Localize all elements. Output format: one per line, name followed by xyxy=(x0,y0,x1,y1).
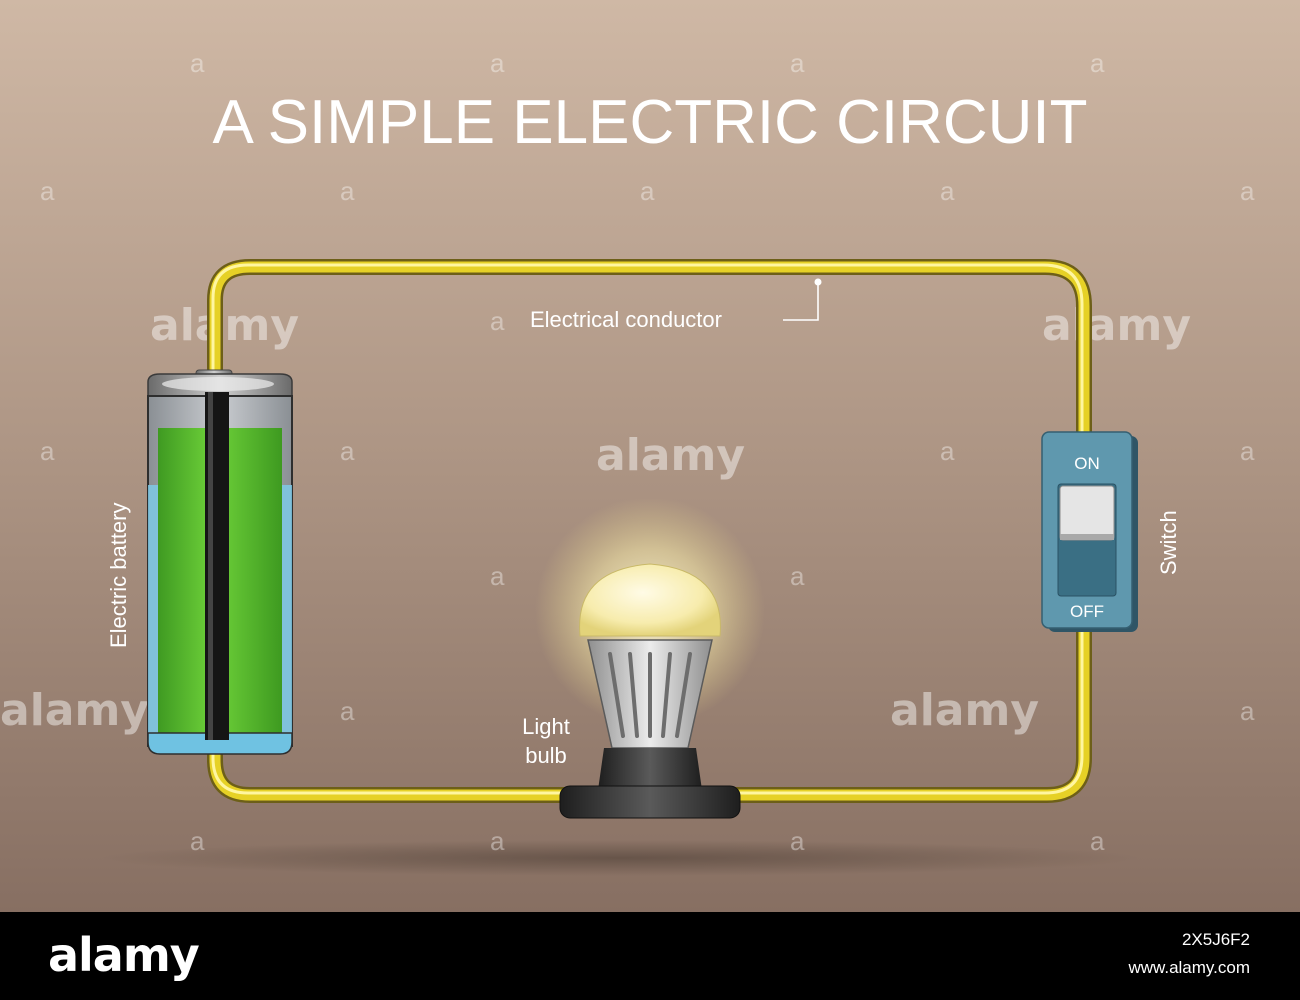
switch-toggle[interactable] xyxy=(1059,485,1115,541)
watermark-glyph: a xyxy=(490,826,505,856)
watermark-word-group: alamy alamy alamy alamy alamy xyxy=(0,300,1191,736)
circuit-diagram: a a a a a a a a a a a a a a a a a a a a … xyxy=(0,0,1300,912)
watermark-glyph: a xyxy=(190,826,205,856)
watermark-word: alamy xyxy=(0,685,149,736)
stock-footer-bar: alamy 2X5J6F2 www.alamy.com xyxy=(0,912,1300,1000)
switch-on-label: ON xyxy=(1074,454,1100,473)
watermark-glyph: a xyxy=(790,826,805,856)
watermark-glyph: a xyxy=(1240,436,1255,466)
switch[interactable] xyxy=(1041,431,1138,632)
light-bulb xyxy=(535,497,765,819)
watermark-glyph: a xyxy=(490,48,505,78)
switch-label: Switch xyxy=(1156,510,1181,575)
switch-off-label: OFF xyxy=(1070,602,1104,621)
watermark-glyph: a xyxy=(1240,696,1255,726)
ground-shadow xyxy=(100,840,1140,876)
watermark-glyph: a xyxy=(340,176,355,206)
watermark-glyph: a xyxy=(1090,826,1105,856)
watermark-glyph: a xyxy=(340,436,355,466)
watermark-glyph: a xyxy=(490,306,505,336)
watermark-glyph: a xyxy=(790,561,805,591)
conductor-label-pointer xyxy=(783,278,822,321)
watermark-glyph: a xyxy=(940,436,955,466)
bulb-label-line2: bulb xyxy=(525,743,567,768)
footer-logo: alamy xyxy=(48,928,200,982)
watermark-glyph: a xyxy=(1090,48,1105,78)
watermark-glyph: a xyxy=(40,176,55,206)
conductor-label: Electrical conductor xyxy=(530,307,722,332)
watermark-glyph-grid: a a a a a a a a a a a a a a a a a a a a … xyxy=(40,48,1255,856)
battery-label: Electric battery xyxy=(106,503,131,649)
watermark-glyph: a xyxy=(940,176,955,206)
page-title: A SIMPLE ELECTRIC CIRCUIT xyxy=(212,88,1087,157)
watermark-glyph: a xyxy=(340,696,355,726)
electrical-conductor-wire xyxy=(207,259,1092,803)
watermark-glyph: a xyxy=(490,561,505,591)
bulb-label-line1: Light xyxy=(522,714,570,739)
watermark-glyph: a xyxy=(190,48,205,78)
watermark-word: alamy xyxy=(150,300,299,351)
watermark-glyph: a xyxy=(1240,176,1255,206)
watermark-word: alamy xyxy=(596,430,745,481)
watermark-glyph: a xyxy=(40,436,55,466)
electric-battery xyxy=(147,369,293,755)
watermark-glyph: a xyxy=(640,176,655,206)
footer-image-id: 2X5J6F2 xyxy=(1181,930,1250,949)
watermark-word: alamy xyxy=(1042,300,1191,351)
footer-url: www.alamy.com xyxy=(1128,958,1250,977)
watermark-glyph: a xyxy=(790,48,805,78)
watermark-word: alamy xyxy=(890,685,1039,736)
